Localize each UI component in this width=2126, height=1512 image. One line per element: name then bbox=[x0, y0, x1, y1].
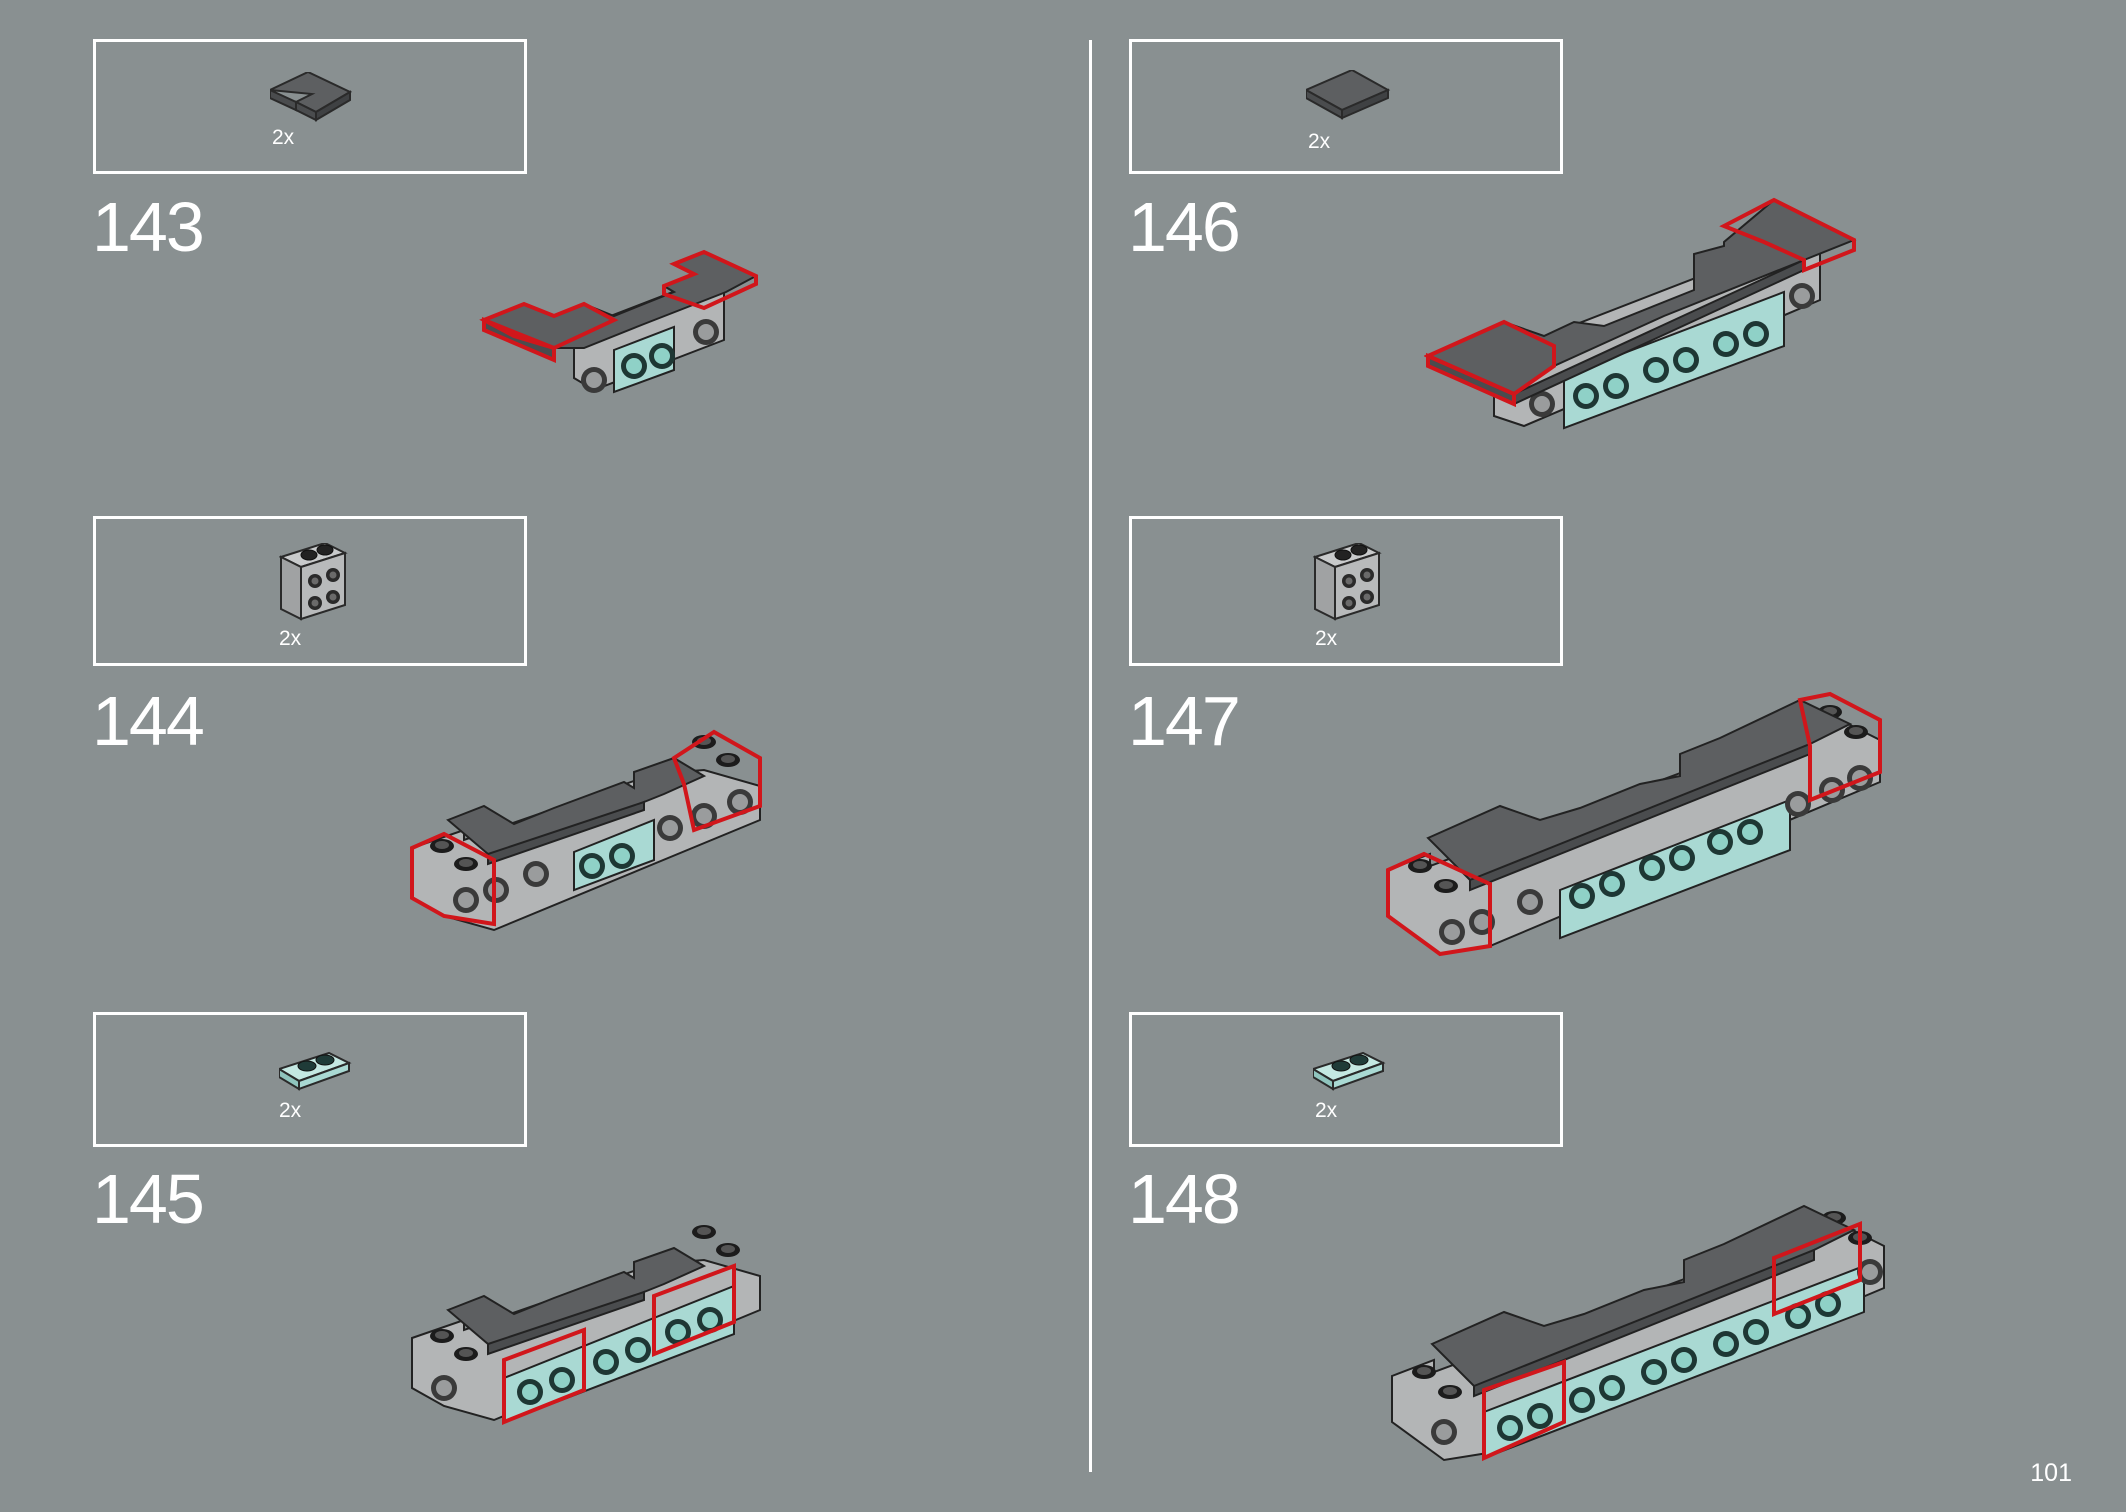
parts-callout: 2x bbox=[1129, 1012, 1563, 1147]
step-number: 144 bbox=[92, 682, 205, 760]
assembly-model bbox=[1386, 691, 1882, 957]
assembly-model bbox=[479, 249, 759, 394]
step-number: 148 bbox=[1128, 1160, 1241, 1238]
parts-callout: 2x bbox=[93, 39, 527, 174]
dark-gray-corner-tile-icon bbox=[270, 72, 351, 121]
parts-callout: 2x bbox=[93, 516, 527, 666]
step-number: 145 bbox=[92, 1160, 205, 1238]
light-gray-bracket-brick-icon bbox=[1314, 543, 1380, 620]
assembly-model bbox=[1391, 1204, 1885, 1462]
part-quantity: 2x bbox=[279, 1099, 302, 1122]
part-quantity: 2x bbox=[272, 126, 295, 149]
parts-callout: 2x bbox=[1129, 39, 1563, 174]
assembly-model bbox=[411, 1225, 761, 1425]
step-number: 143 bbox=[92, 188, 205, 266]
page-number: 101 bbox=[2030, 1459, 2072, 1487]
step-number: 147 bbox=[1128, 682, 1241, 760]
assembly-model bbox=[1424, 197, 1857, 430]
assembly-model bbox=[410, 729, 762, 932]
trans-clear-1x2-plate-icon bbox=[1313, 1052, 1384, 1090]
part-quantity: 2x bbox=[1308, 130, 1331, 153]
parts-callout: 2x bbox=[93, 1012, 527, 1147]
part-quantity: 2x bbox=[1315, 627, 1338, 650]
step-number: 146 bbox=[1128, 188, 1241, 266]
page-divider bbox=[1089, 40, 1092, 1472]
part-quantity: 2x bbox=[279, 627, 302, 650]
dark-gray-2x2-tile-icon bbox=[1306, 70, 1389, 119]
parts-callout: 2x bbox=[1129, 516, 1563, 666]
part-quantity: 2x bbox=[1315, 1099, 1338, 1122]
trans-clear-1x2-plate-icon bbox=[279, 1052, 350, 1090]
light-gray-bracket-brick-icon bbox=[280, 543, 346, 620]
